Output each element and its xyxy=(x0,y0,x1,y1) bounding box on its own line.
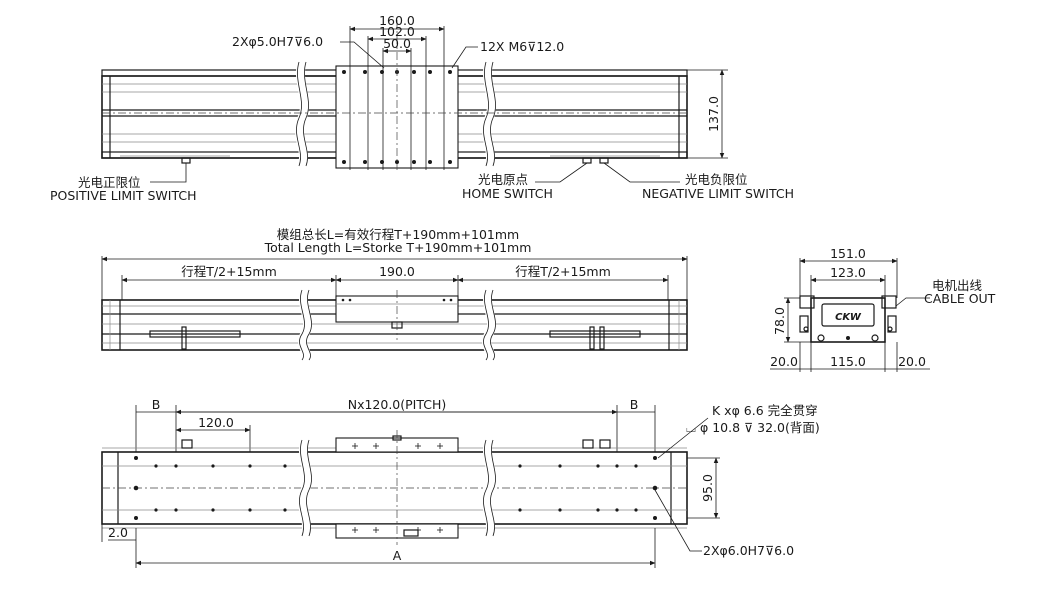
negative-limit-en: NEGATIVE LIMIT SWITCH xyxy=(642,186,794,201)
bottom-view: B Nx120.0(PITCH) B 120.0 xyxy=(101,397,820,568)
bottom-holes xyxy=(133,456,658,520)
dim-b-left: B xyxy=(152,397,161,412)
top-break-right xyxy=(481,60,497,168)
pin-hole-callout-top: 2Xφ5.0H7⊽6.0 xyxy=(232,34,323,49)
cable-out-en: CABLE OUT xyxy=(924,291,996,306)
top-break-left xyxy=(294,60,310,168)
dim-b-right: B xyxy=(630,397,639,412)
home-switch-en: HOME SWITCH xyxy=(462,186,553,201)
side-rail-body xyxy=(101,299,688,351)
dim-115: 115.0 xyxy=(830,354,866,369)
counterbore-callout: ⌴ φ 10.8 ⊽ 32.0(背面) xyxy=(686,420,820,435)
side-view: 模组总长L=有效行程T+190mm+101mm Total Length L=S… xyxy=(101,227,688,363)
positive-limit-en: POSITIVE LIMIT SWITCH xyxy=(50,188,196,203)
thru-hole-callout: K xφ 6.6 完全贯穿 xyxy=(712,403,818,418)
pitch-label: Nx120.0(PITCH) xyxy=(348,397,447,412)
end-profile xyxy=(799,295,897,343)
stroke-left: 行程T/2+15mm xyxy=(181,264,277,279)
carriage-length: 190.0 xyxy=(379,264,415,279)
total-length-en: Total Length L=Storke T+190mm+101mm xyxy=(264,240,532,255)
end-view: 151.0 123.0 CKW 78.0 20.0 115.0 2 xyxy=(770,246,996,372)
dim-123: 123.0 xyxy=(830,265,866,280)
home-switch-cn: 光电原点 xyxy=(478,172,528,187)
total-length-cn: 模组总长L=有效行程T+190mm+101mm xyxy=(277,227,519,242)
dim-20-right: 20.0 xyxy=(898,354,926,369)
dim-120: 120.0 xyxy=(198,415,234,430)
pin-hole-callout-bottom: 2Xφ6.0H7⊽6.0 xyxy=(703,543,794,558)
cable-out-cn: 电机出线 xyxy=(932,278,983,293)
bottom-rail-body xyxy=(101,439,688,529)
dim-151: 151.0 xyxy=(830,246,866,261)
dim-20-left: 20.0 xyxy=(770,354,798,369)
dim-78: 78.0 xyxy=(772,307,787,335)
dim-160: 160.0 xyxy=(379,13,415,28)
dim-50: 50.0 xyxy=(383,36,411,51)
top-center-lines xyxy=(102,20,687,170)
negative-limit-cn: 光电负限位 xyxy=(685,172,748,187)
positive-limit-cn: 光电正限位 xyxy=(78,175,141,190)
ckw-logo: CKW xyxy=(835,312,862,323)
stroke-right: 行程T/2+15mm xyxy=(515,264,611,279)
dim-95: 95.0 xyxy=(700,474,715,502)
dim-a: A xyxy=(393,548,402,563)
dim-2: 2.0 xyxy=(108,525,128,540)
dim-102: 102.0 xyxy=(379,24,415,39)
dim-137: 137.0 xyxy=(706,96,721,132)
tap-callout: 12X M6⊽12.0 xyxy=(480,39,564,54)
top-view: 160.0 102.0 50.0 2Xφ5.0H7⊽6.0 12X M6⊽12.… xyxy=(50,13,794,203)
